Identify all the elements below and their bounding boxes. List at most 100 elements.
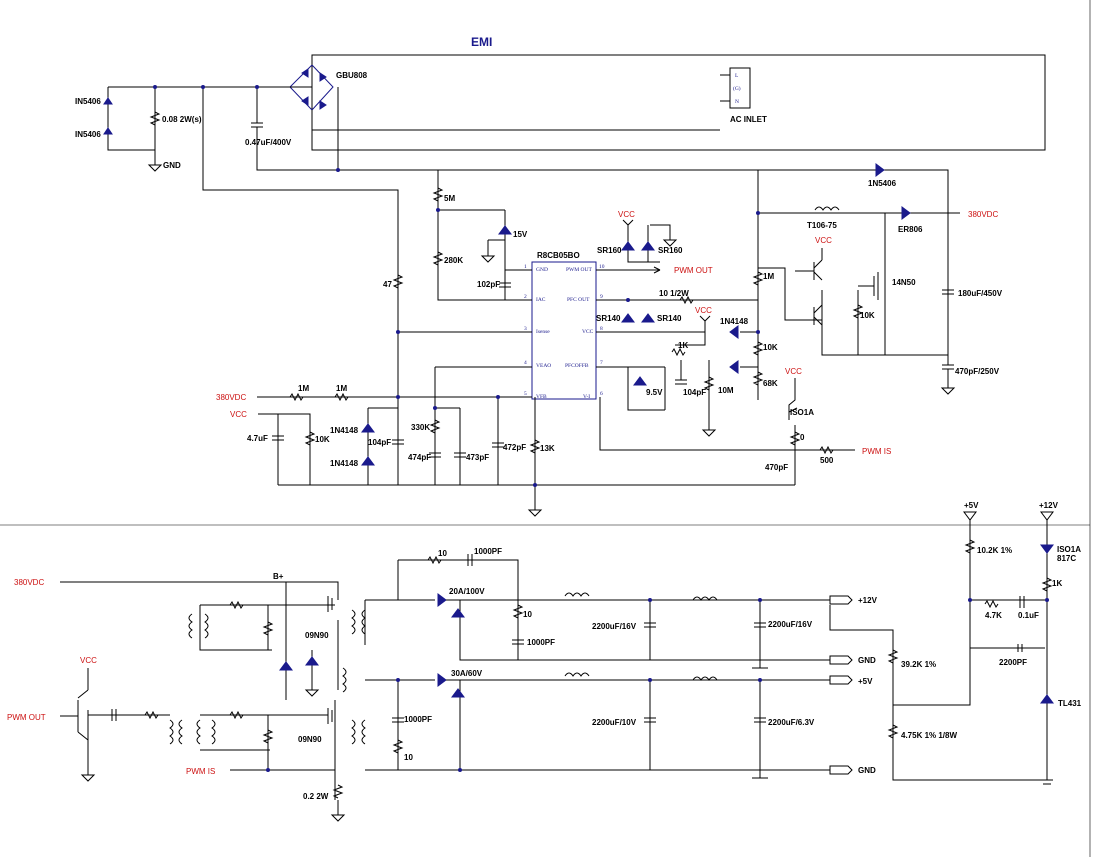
c104pf-b-label: 104pF (683, 388, 706, 397)
bridge-diodes-icon (301, 68, 327, 110)
pwm-driver-icon (60, 668, 170, 782)
r500-label: 500 (820, 456, 834, 465)
gnd-clamp-icon (304, 689, 320, 697)
diode-20a-icon (437, 593, 465, 618)
iso817b-label: 817C (1057, 554, 1076, 563)
resistor-280k-icon (432, 251, 444, 266)
r1m-c-label: 1M (336, 384, 347, 393)
ic-pin8-num: 8 (600, 326, 603, 332)
iso1a-icon (788, 378, 798, 420)
diode-1n4148-pair-icon (361, 423, 375, 466)
r330k-label: 330K (411, 423, 430, 432)
ac-inlet-connector (729, 67, 751, 109)
c01u-label: 0.1uF (1018, 611, 1039, 620)
p12v-label: +12V (1039, 501, 1059, 510)
r10k-a-label: 10K (763, 343, 778, 352)
r10k2-label: 10.2K 1% (977, 546, 1012, 555)
out12-terminals-icon (829, 595, 853, 665)
cap-470pf250-icon (940, 355, 956, 395)
r-sense-label: 0.08 2W(s) (162, 115, 202, 124)
c102pf-label: 102pF (477, 280, 500, 289)
r10-snub-label: 10 (438, 549, 447, 558)
bplus-label: B+ (273, 572, 284, 581)
diode-in5406-icon (103, 97, 113, 135)
q14n50-label: 14N50 (892, 278, 916, 287)
ac-pin-l: L (735, 73, 739, 79)
q09n90b-label: 09N90 (298, 735, 322, 744)
ic-pin10-num: 10 (599, 264, 605, 270)
ac-wires (311, 55, 730, 131)
gate-resistors-a-icon (229, 600, 274, 636)
resistor-10k-b-icon (852, 304, 864, 319)
pwm-is-label: PWM IS (862, 447, 891, 456)
v380-a-label: 380VDC (968, 210, 998, 219)
drive-cap-res-icon (111, 709, 159, 721)
resistor-10-icon (679, 295, 694, 305)
vcc-label-a: VCC (618, 210, 635, 219)
ic-pin6-num: 6 (600, 391, 603, 397)
pwm-out-arrow-icon (653, 266, 661, 274)
c1000pf-c-label: 1000PF (404, 715, 432, 724)
vcc-arrow-b-icon (675, 315, 711, 346)
feedback-comp-icon (893, 520, 1045, 706)
r47-wire (202, 87, 399, 485)
emi-box (311, 54, 1046, 151)
cap-2200pf-icon (1017, 644, 1023, 652)
diode-sr160-icon (621, 241, 655, 251)
zener-15v-icon (498, 225, 512, 235)
iso1a-label: ISO1A (790, 408, 814, 417)
gate-drive-b-icon (200, 708, 333, 770)
resistor-0-icon (789, 425, 801, 485)
d20a-label: 20A/100V (449, 587, 485, 596)
ac-pin-n: N (735, 99, 739, 105)
bridge-label: GBU808 (336, 71, 368, 80)
cap-104pf-b-icon (675, 360, 717, 437)
out5-terminals-icon (829, 675, 853, 775)
vcc-label-e: VCC (230, 410, 247, 419)
bulk-cap-wires (251, 87, 949, 315)
r02-label: 0.2 2W (303, 792, 329, 801)
resistor-r47-icon (392, 274, 404, 289)
r10m-label: 10M (718, 386, 734, 395)
r10k-b-label: 10K (860, 311, 875, 320)
resistor-330k-icon (429, 419, 441, 434)
c1000pf-b-label: 1000PF (527, 638, 555, 647)
ic-pin1-num: 1 (524, 264, 527, 270)
mosfet-a-icon (327, 596, 333, 612)
ic-name: R8CB05BO (537, 251, 580, 260)
ic-pin3-name: Isense (536, 329, 550, 335)
r1k-b-label: 1K (1052, 579, 1062, 588)
ic-pin2-num: 2 (524, 294, 527, 300)
resistor-13k-icon (529, 439, 541, 454)
r47-label: 47 (383, 280, 392, 289)
r0-label: 0 (800, 433, 805, 442)
ic-pin6-name: V-I (583, 394, 590, 400)
cap-104pf-a-icon (392, 439, 404, 445)
pwm-is-wire (599, 397, 855, 455)
c474pf-label: 474pF (408, 453, 431, 462)
r10-12w-label: 10 1/2W (659, 289, 689, 298)
d1n4148b-label: 1N4148 (330, 426, 359, 435)
d1n4148c-label: 1N4148 (330, 459, 359, 468)
out-gnd-a-label: GND (858, 656, 876, 665)
ic-pin9-name: PFC OUT (567, 297, 590, 303)
z15v-label: 15V (513, 230, 528, 239)
gate-drive-a-wires (199, 582, 336, 800)
d-1n5406-label: 1N5406 (868, 179, 897, 188)
out-gnd-b-label: GND (858, 766, 876, 775)
cap-180u-icon (942, 289, 954, 295)
r10k-c-label: 10K (315, 435, 330, 444)
ac-pin-g: (G) (733, 85, 741, 92)
ic-pin5-name: VFB (536, 394, 547, 400)
ic-pin9-num: 9 (600, 294, 603, 300)
diode-er806-icon (901, 206, 911, 220)
sr140a-label: SR140 (596, 314, 621, 323)
zener-9v5-icon (633, 376, 647, 386)
d1n4148a-label: 1N4148 (720, 317, 749, 326)
vcc-label-f: VCC (80, 656, 97, 665)
r475k-label: 4.75K 1% 1/8W (901, 731, 957, 740)
r39k-label: 39.2K 1% (901, 660, 936, 669)
v380-c-label: 380VDC (14, 578, 44, 587)
gnd-label-1: GND (163, 161, 181, 170)
